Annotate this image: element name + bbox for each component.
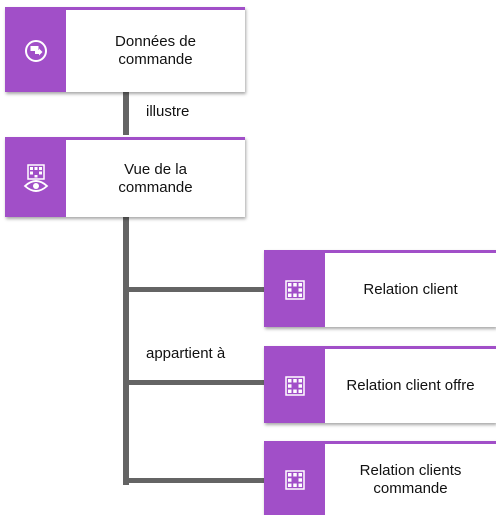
node-vue-de-la-commande[interactable]: Vue de la commande (5, 137, 245, 217)
connector-appartient-trunk (123, 215, 129, 485)
data-transfer-icon (24, 40, 47, 62)
node-label: Relation clients commande (359, 461, 462, 497)
node-icon-bar (264, 253, 325, 327)
grid-icon (284, 280, 305, 300)
node-label: Relation client (363, 281, 458, 298)
node-relation-client[interactable]: Relation client (264, 250, 496, 327)
eye-grid-icon (23, 163, 48, 192)
node-label: Relation client offre (346, 377, 475, 394)
node-icon-bar (5, 140, 66, 217)
edge-label-appartient: appartient à (146, 345, 226, 362)
node-donnees-de-commande[interactable]: Données de commande (5, 7, 245, 92)
node-icon-bar (264, 349, 325, 423)
connector-illustre (123, 90, 129, 135)
connector-branch-relation-client-offre (123, 380, 265, 385)
node-label: Données de commande (115, 33, 196, 68)
grid-icon (284, 376, 305, 396)
node-relation-clients-commande[interactable]: Relation clients commande (264, 441, 496, 515)
connector-branch-relation-client (123, 287, 265, 292)
node-relation-client-offre[interactable]: Relation client offre (264, 346, 496, 423)
node-icon-bar (264, 444, 325, 515)
edge-label-illustre: illustre (146, 103, 190, 120)
grid-icon (284, 469, 305, 490)
connector-branch-relation-clients-commande (123, 478, 265, 483)
node-icon-bar (5, 10, 66, 92)
node-label: Vue de la commande (118, 160, 193, 196)
